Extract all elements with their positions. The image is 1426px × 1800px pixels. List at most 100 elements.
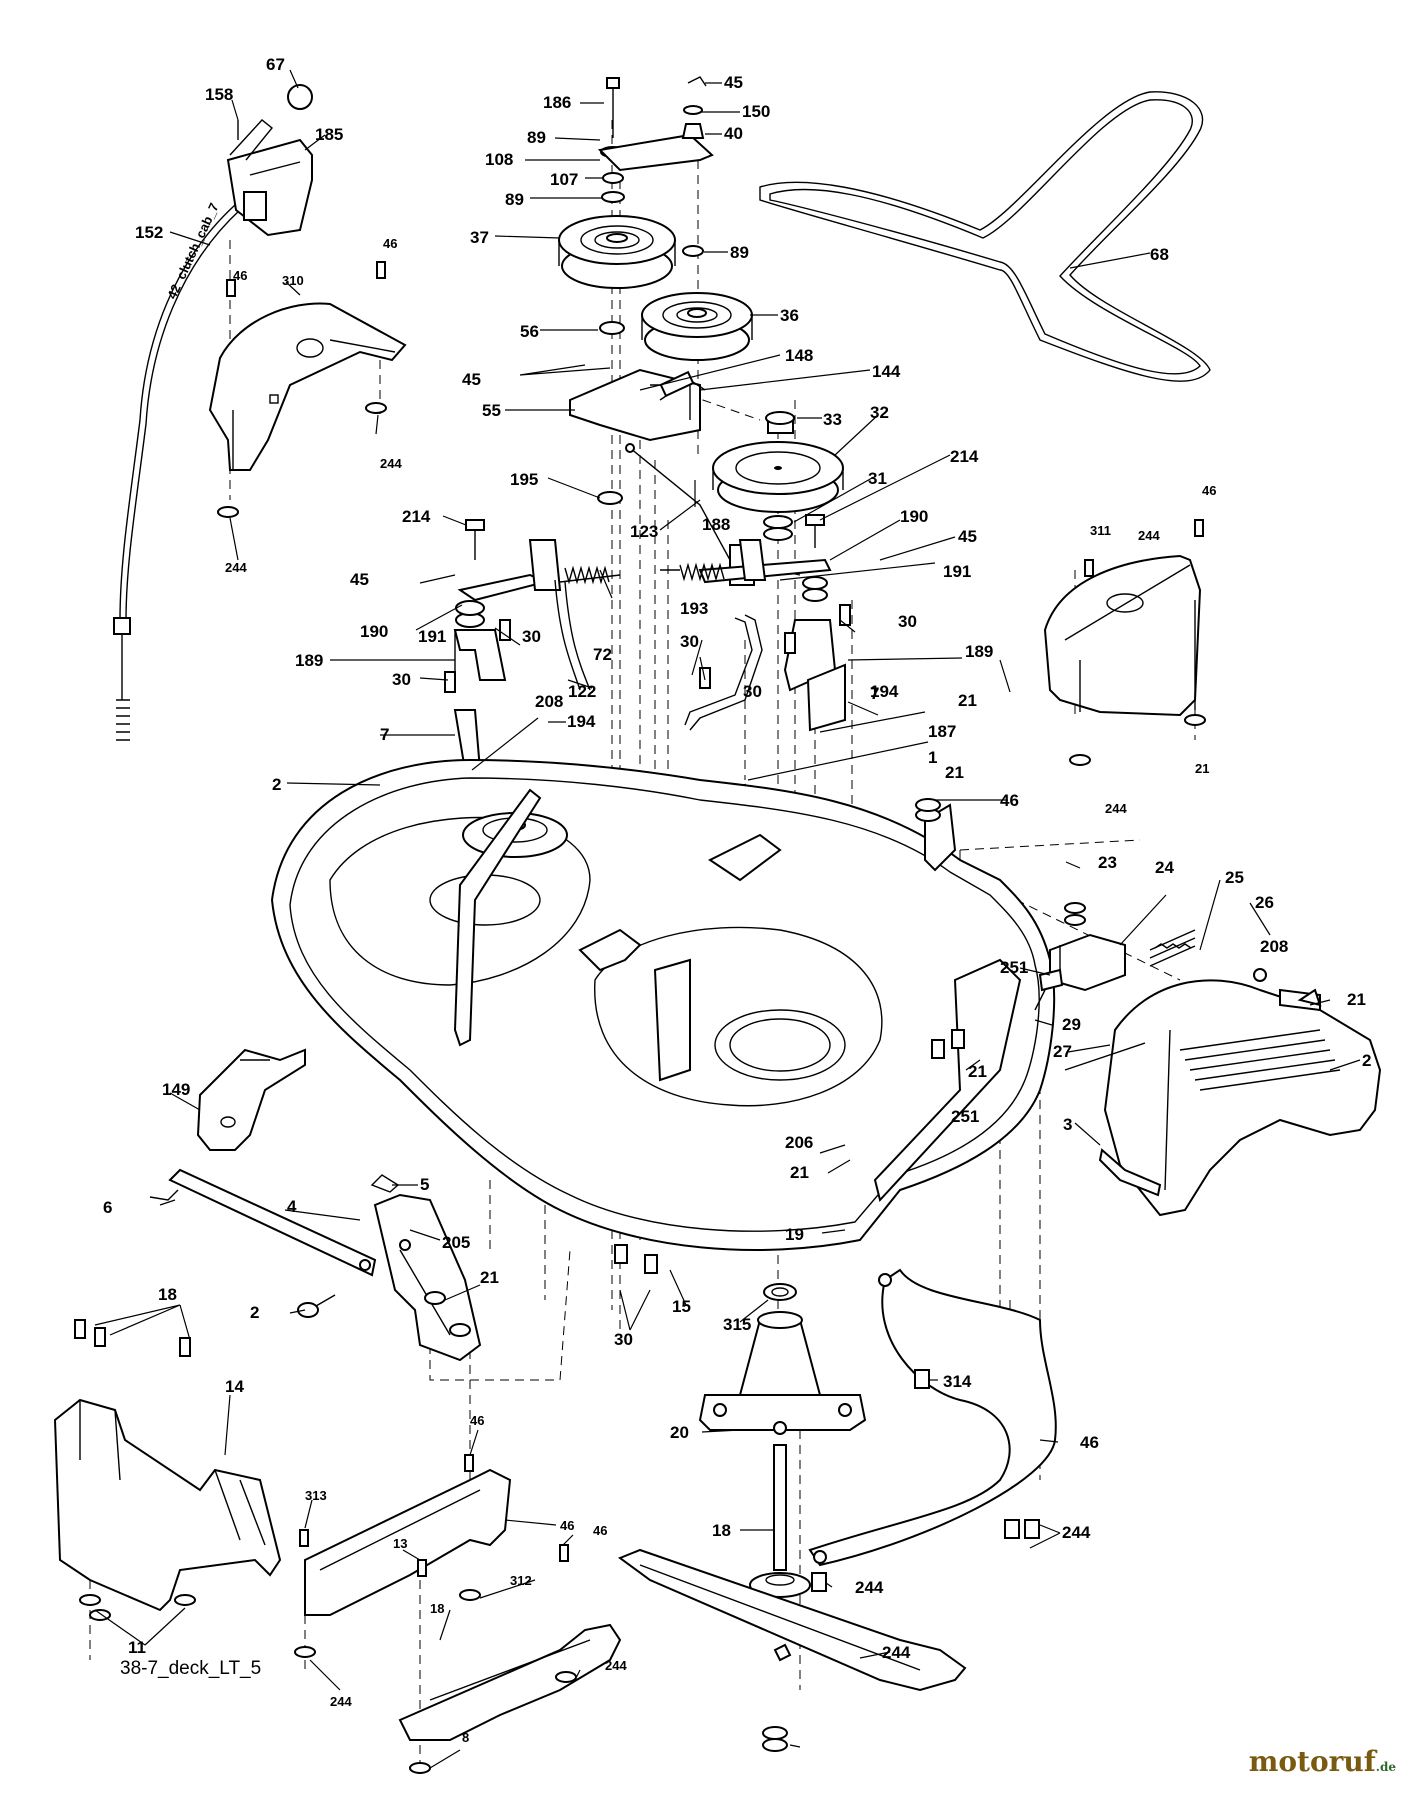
callout: 7 xyxy=(380,725,389,744)
callout: 45 xyxy=(958,527,977,546)
callout: 195 xyxy=(510,470,538,489)
callout: 190 xyxy=(900,507,928,526)
callout: 67 xyxy=(266,55,285,74)
discharge-chute[interactable] xyxy=(1064,968,1382,1217)
spindle-housing-14[interactable] xyxy=(698,1311,867,1435)
bolt-19[interactable] xyxy=(297,1294,336,1318)
callout: 108 xyxy=(485,150,513,169)
blade-nut-8[interactable] xyxy=(762,1726,788,1752)
bracket-194-right[interactable] xyxy=(806,663,846,732)
callout: 45 xyxy=(462,370,481,389)
callout: 68 xyxy=(1150,245,1169,264)
callout: 21 xyxy=(1347,990,1366,1009)
spindle-shaft-13[interactable] xyxy=(749,1444,811,1598)
callout: 37 xyxy=(470,228,489,247)
bolts-18[interactable] xyxy=(811,1369,1040,1592)
mower-deck[interactable] xyxy=(270,758,1056,1251)
callout: 20 xyxy=(670,1423,689,1442)
callout: 187 xyxy=(928,722,956,741)
callout: 311 xyxy=(1090,523,1111,538)
idler-hardware[interactable] xyxy=(597,76,714,335)
tension-lever-right[interactable] xyxy=(660,539,832,602)
blade-guard-20[interactable] xyxy=(808,1268,1057,1567)
callout: 46 xyxy=(1202,483,1216,498)
belt-cover-right[interactable] xyxy=(1043,554,1202,717)
callout: 122 xyxy=(568,682,596,701)
drive-belt[interactable] xyxy=(759,91,1211,382)
callout: 191 xyxy=(943,562,971,581)
callout: 310 xyxy=(282,273,304,288)
callout: 14 xyxy=(225,1377,244,1396)
clevis-pin-149[interactable] xyxy=(370,1174,400,1193)
callout: 205 xyxy=(442,1233,470,1252)
callout: 46 xyxy=(593,1523,607,1538)
idler-pulley-36[interactable] xyxy=(641,292,753,361)
callout: 25 xyxy=(1225,868,1244,887)
callout: 46 xyxy=(470,1413,484,1428)
spacer-21-right[interactable] xyxy=(915,798,941,822)
callout: 26 xyxy=(1255,893,1274,912)
shield-312[interactable] xyxy=(398,1623,622,1741)
callout: 21 xyxy=(958,691,977,710)
callout: 13 xyxy=(393,1536,407,1551)
callout: 7 xyxy=(870,684,879,703)
callout: 18 xyxy=(712,1521,731,1540)
callout: 149 xyxy=(162,1080,190,1099)
callout: 191 xyxy=(418,627,446,646)
callout: 189 xyxy=(295,651,323,670)
watermark-text: motoruf xyxy=(1248,1745,1376,1778)
callout: 30 xyxy=(680,632,699,651)
bolt-214-left[interactable] xyxy=(465,519,485,560)
chute-spring[interactable] xyxy=(1149,929,1196,967)
lift-bracket-3[interactable] xyxy=(196,1048,306,1151)
engine-pulley[interactable] xyxy=(712,411,844,541)
callout: 46 xyxy=(560,1518,574,1533)
bolts-2[interactable] xyxy=(614,1029,965,1274)
callout: 206 xyxy=(785,1133,813,1152)
callout: 152 xyxy=(135,223,163,242)
callout: 89 xyxy=(527,128,546,147)
callout: 251 xyxy=(1000,958,1028,977)
shield-313[interactable] xyxy=(304,1468,512,1616)
callout: 314 xyxy=(943,1372,972,1391)
callout: 123 xyxy=(630,522,658,541)
callout: 21 xyxy=(790,1163,809,1182)
bolts-315[interactable] xyxy=(74,1319,191,1357)
callout: 46 xyxy=(233,268,247,283)
clutch-cable[interactable]: 42_clutch_cab_7 xyxy=(113,201,242,741)
lift-link-6[interactable] xyxy=(149,1168,377,1277)
callout: 150 xyxy=(742,102,770,121)
belt-cover-left[interactable] xyxy=(208,302,407,471)
callout: 148 xyxy=(785,346,813,365)
mower-blade-11[interactable] xyxy=(617,1548,967,1692)
callout: 244 xyxy=(1138,528,1160,543)
callout: 55 xyxy=(482,401,501,420)
callout: 1 xyxy=(928,748,937,767)
callout: 244 xyxy=(855,1578,884,1597)
callout: 3 xyxy=(1063,1115,1072,1134)
callout-labels: 67 158 185 152 46 46 310 244 244 186 89 … xyxy=(103,55,1371,1745)
lift-arm-4[interactable] xyxy=(373,1193,482,1362)
washer-195[interactable] xyxy=(597,491,623,505)
callout: 15 xyxy=(672,1297,691,1316)
callout: 30 xyxy=(614,1330,633,1349)
spindle-bearing-15[interactable] xyxy=(763,1283,797,1301)
rod-193[interactable] xyxy=(684,614,763,731)
shield-314[interactable] xyxy=(53,1398,282,1612)
clutch-handle-assembly[interactable] xyxy=(226,84,313,237)
tension-lever-left[interactable] xyxy=(455,539,621,691)
bolt-214-right[interactable] xyxy=(805,514,825,548)
callout: 30 xyxy=(522,627,541,646)
callout: 32 xyxy=(870,403,889,422)
callout: 214 xyxy=(402,507,431,526)
bracket-189-left[interactable] xyxy=(453,629,507,690)
callout: 30 xyxy=(898,612,917,631)
callout: 27 xyxy=(1053,1042,1072,1061)
bolt-208[interactable] xyxy=(1034,968,1064,1011)
callout: 30 xyxy=(743,682,762,701)
screws-46[interactable] xyxy=(226,261,1204,1577)
callout: 4 xyxy=(287,1197,297,1216)
idler-pulley-37[interactable] xyxy=(558,215,676,289)
callout: 313 xyxy=(305,1488,327,1503)
callout: 244 xyxy=(1062,1523,1091,1542)
